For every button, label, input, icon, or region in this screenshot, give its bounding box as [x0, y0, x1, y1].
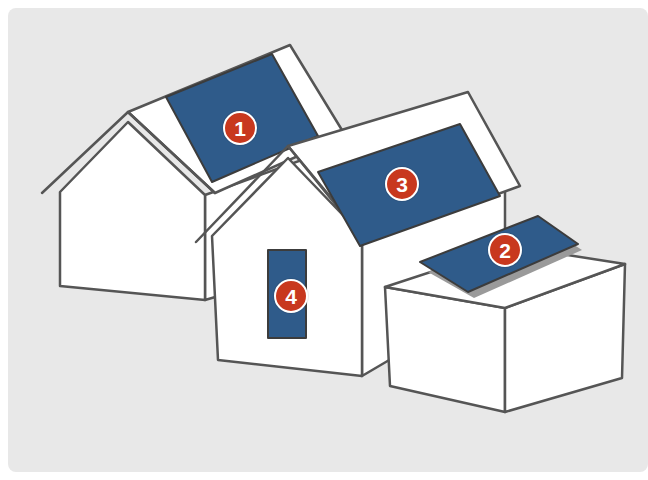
callout-number: 3 — [396, 174, 408, 195]
callout-number: 1 — [234, 118, 246, 139]
callout-circle: 4 — [274, 279, 308, 313]
solar-panel — [318, 124, 500, 246]
callout-circle: 3 — [385, 167, 419, 201]
background-panel — [8, 8, 648, 472]
callout-number: 4 — [285, 286, 297, 307]
callout-circle: 1 — [223, 111, 257, 145]
callout-number: 2 — [499, 240, 511, 261]
solar-panel — [166, 54, 318, 182]
callout-circle: 2 — [488, 233, 522, 267]
solar-panel — [420, 216, 578, 292]
